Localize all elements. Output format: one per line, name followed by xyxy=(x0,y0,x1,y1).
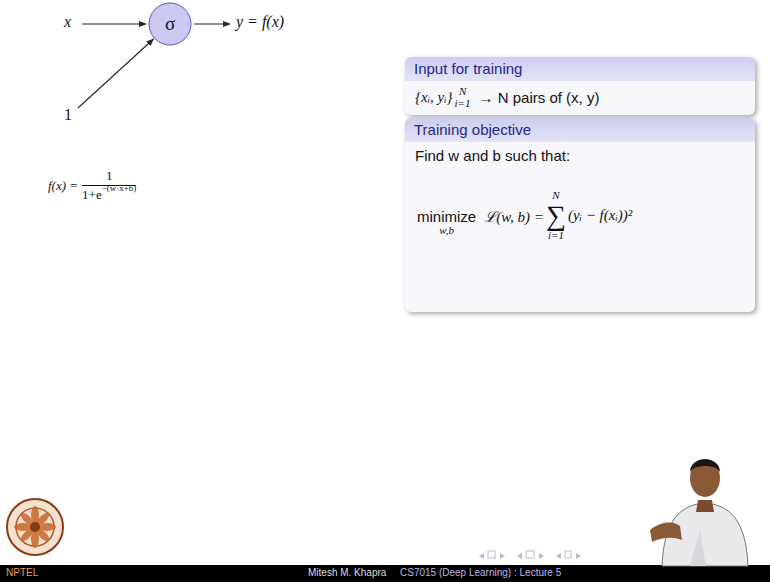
presenter-figure xyxy=(650,459,748,566)
math-subscript: i=1 xyxy=(455,98,471,110)
squared-error: (yᵢ − f(xᵢ))² xyxy=(568,207,632,224)
sum-upper-limit: N xyxy=(552,190,559,202)
circle-shape xyxy=(149,3,191,45)
training-input-block: Input for training{xᵢ, yᵢ}Ni=1→ N pairs … xyxy=(405,57,755,115)
block-header: Input for training xyxy=(405,57,755,81)
formula-lhs: f(x) = xyxy=(48,178,78,194)
block-text: → N pairs of (x, y) xyxy=(479,89,600,106)
math-set: {xᵢ, yᵢ} xyxy=(415,89,453,106)
nptel-logo xyxy=(7,499,63,555)
fraction: 1 1+e−(w·x+b) xyxy=(82,168,136,203)
footer-bar xyxy=(0,565,770,582)
bias-arrow xyxy=(78,39,154,108)
math-subscript: w,b xyxy=(439,225,454,237)
block-body: {xᵢ, yᵢ}Ni=1→ N pairs of (x, y) xyxy=(405,81,755,115)
course-title: CS7015 (Deep Learning) : Lecture 5 xyxy=(400,567,561,578)
logo-caption: NPTEL xyxy=(6,567,38,578)
math-stack: N∑i=1 xyxy=(546,190,566,241)
logo-center xyxy=(30,522,40,532)
input-arrow xyxy=(82,23,146,24)
fraction-denominator: 1+e−(w·x+b) xyxy=(82,187,136,203)
block-title: Training objective xyxy=(414,121,531,138)
input-label: x xyxy=(64,13,71,31)
text-row: {xᵢ, yᵢ}Ni=1→ N pairs of (x, y) xyxy=(415,86,745,109)
math-stack: minimizew,b xyxy=(417,195,476,236)
author-name: Mitesh M. Khapra xyxy=(308,567,386,578)
loss-term: ℒ(w, b) = xyxy=(484,206,544,226)
math-stack: Ni=1 xyxy=(455,86,471,109)
output-label: y = f(x) xyxy=(236,13,284,31)
circle-content: σ xyxy=(148,2,192,46)
fraction-numerator: 1 xyxy=(106,168,113,184)
neuron-circle: σ xyxy=(148,2,192,46)
logo-petals xyxy=(14,506,56,548)
logo-ring xyxy=(7,499,63,555)
activation-symbol: σ xyxy=(165,13,175,35)
text-row: Find w and b such that: xyxy=(415,147,745,164)
block-header: Training objective xyxy=(405,118,755,142)
math-operator: minimize xyxy=(417,209,476,225)
block-text: Find w and b such that: xyxy=(415,147,570,164)
exponent-text: −(w·x+b) xyxy=(102,183,137,193)
training-objective-block: Training objectiveFind w and b such that… xyxy=(405,118,755,312)
numerator-text: 1 xyxy=(106,168,113,183)
formula-lhs-text: f(x) = xyxy=(48,178,78,193)
block-title: Input for training xyxy=(414,60,522,77)
nav-symbols xyxy=(479,551,581,559)
sum-lower-limit: i=1 xyxy=(548,230,564,242)
block-body: Find w and b such that: minimizew,b ℒ(w, b… xyxy=(405,142,755,247)
output-arrow xyxy=(194,23,230,24)
math-superscript: N xyxy=(459,86,466,98)
denominator-text: 1+e xyxy=(82,187,102,203)
sigmoid-formula: f(x) = 1 1+e−(w·x+b) xyxy=(48,168,136,203)
sum-symbol: ∑ xyxy=(546,202,566,230)
bias-input-label: 1 xyxy=(64,106,72,124)
text-row: minimizew,bℒ(w, b) =N∑i=1(yᵢ − f(xᵢ))² xyxy=(415,190,745,241)
